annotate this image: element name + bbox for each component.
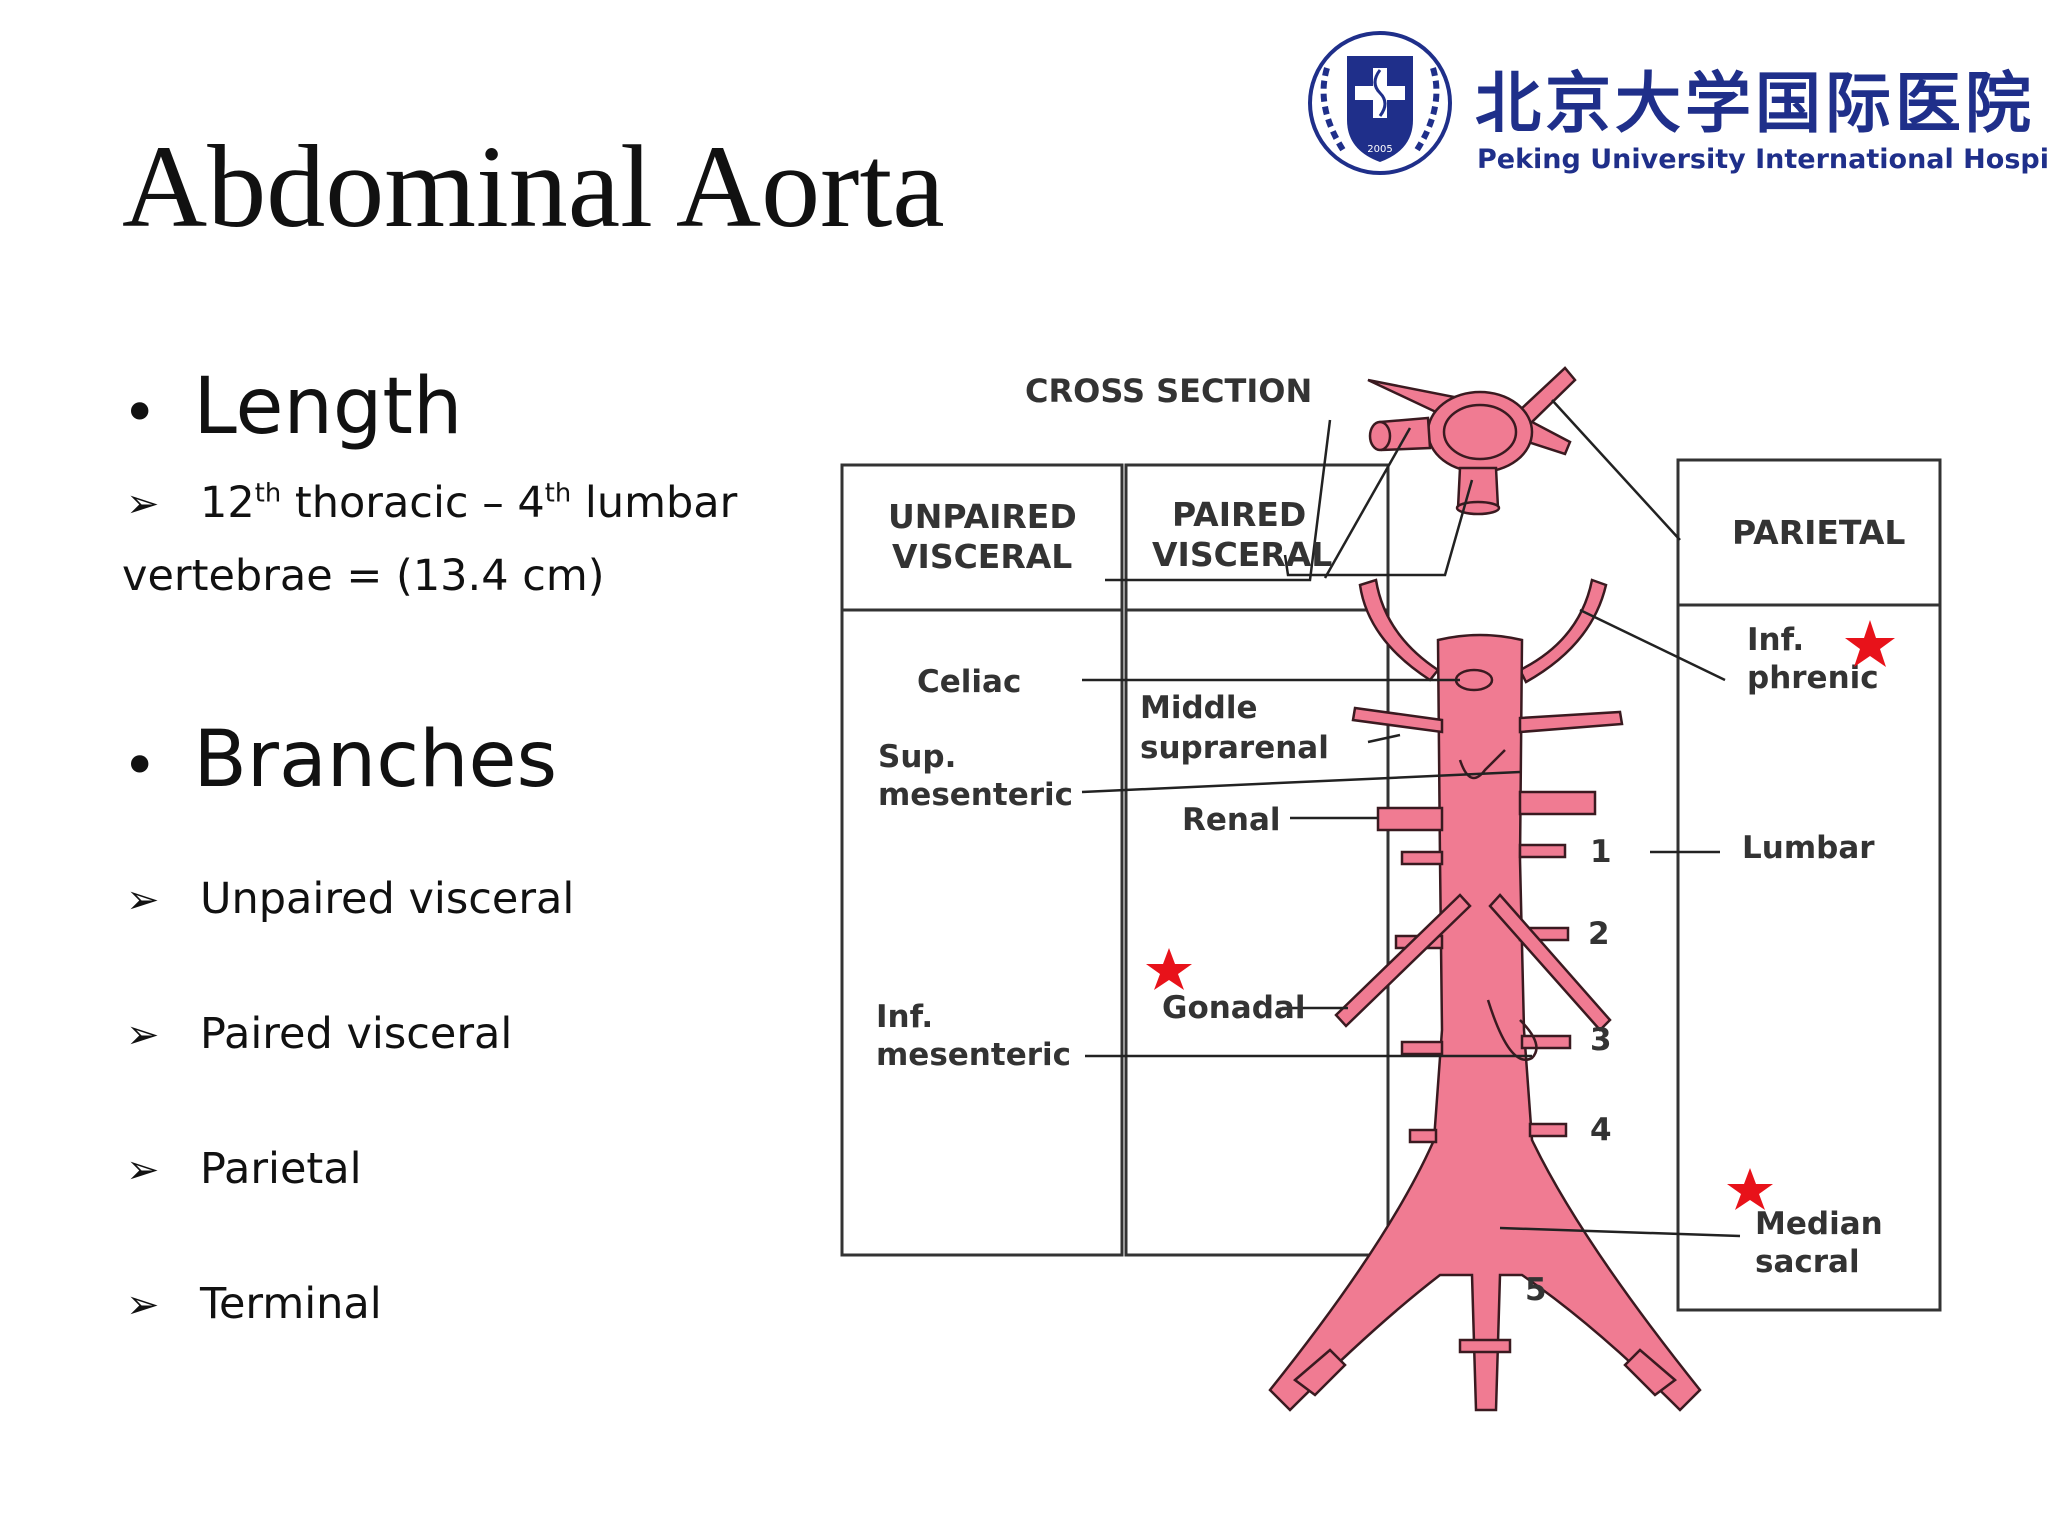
length-heading: Length bbox=[193, 362, 463, 452]
lumbar-label: Lumbar bbox=[1742, 830, 1875, 866]
renal-label: Renal bbox=[1182, 802, 1281, 838]
inf-mesenteric-label-1: Inf. bbox=[876, 999, 933, 1035]
branches-heading: Branches bbox=[193, 715, 558, 805]
logo-year: 2005 bbox=[1367, 144, 1392, 155]
inf-phrenic-label-1: Inf. bbox=[1747, 622, 1804, 658]
lumbar-number-3: 3 bbox=[1590, 1022, 1612, 1058]
parietal-label: PARIETAL bbox=[1732, 513, 1905, 552]
star-icon bbox=[1727, 1168, 1773, 1210]
gonadal-label: Gonadal bbox=[1162, 990, 1305, 1026]
bullet-dot: • bbox=[122, 731, 158, 801]
inf-phrenic-label-2: phrenic bbox=[1747, 660, 1879, 696]
parietal-box bbox=[1676, 458, 1942, 1312]
arrow-bullet-icon: ➢ bbox=[126, 1012, 160, 1058]
length-detail-line2: vertebrae = (13.4 cm) bbox=[122, 551, 605, 601]
arrow-bullet-icon: ➢ bbox=[126, 481, 160, 527]
arrow-bullet-icon: ➢ bbox=[126, 1147, 160, 1193]
lumbar-number-4: 4 bbox=[1590, 1112, 1612, 1148]
middle-suprarenal-label-2: suprarenal bbox=[1140, 730, 1329, 766]
length-bullet: • Length bbox=[122, 362, 462, 452]
unpaired-label-2: VISCERAL bbox=[892, 537, 1072, 576]
branch-item: ➢ Parietal bbox=[126, 1144, 362, 1194]
branch-item-label: Unpaired visceral bbox=[200, 874, 575, 924]
paired-visceral-box bbox=[1124, 463, 1390, 1257]
median-sacral-label-2: sacral bbox=[1755, 1244, 1860, 1280]
arrow-bullet-icon: ➢ bbox=[126, 877, 160, 923]
length-detail-pre: 12 bbox=[200, 478, 255, 528]
arrow-bullet-icon: ➢ bbox=[126, 1282, 160, 1328]
length-detail-mid: thoracic – 4 bbox=[281, 478, 545, 528]
lumbar-number-2: 2 bbox=[1588, 916, 1610, 952]
inf-mesenteric-label-2: mesenteric bbox=[876, 1037, 1071, 1073]
length-detail-sup2: th bbox=[544, 478, 572, 509]
slide-title: Abdominal Aorta bbox=[122, 121, 945, 252]
branch-item-label: Paired visceral bbox=[200, 1009, 513, 1059]
branch-item: ➢ Unpaired visceral bbox=[126, 874, 574, 924]
logo-english-name: Peking University International Hospital bbox=[1477, 144, 2048, 175]
length-detail-line1: ➢12th thoracic – 4th lumbar bbox=[126, 478, 737, 528]
sup-mesenteric-label-1: Sup. bbox=[878, 739, 956, 775]
aorta-diagram: CROSS SECTION UNPAIRED VISCERAL PAIRED V… bbox=[840, 366, 1942, 1412]
lumbar-number-1: 1 bbox=[1590, 834, 1612, 870]
paired-label-2: VISCERAL bbox=[1152, 535, 1332, 574]
bullet-dot: • bbox=[122, 378, 158, 448]
median-sacral-label-1: Median bbox=[1755, 1206, 1883, 1242]
branch-item: ➢ Paired visceral bbox=[126, 1009, 512, 1059]
hospital-emblem-icon: 2005 bbox=[1308, 31, 1452, 175]
branch-item: ➢ Terminal bbox=[126, 1279, 382, 1329]
celiac-label: Celiac bbox=[917, 664, 1021, 700]
unpaired-visceral-box bbox=[840, 463, 1124, 1257]
branch-item-label: Parietal bbox=[200, 1144, 362, 1194]
branches-bullet: • Branches bbox=[122, 715, 557, 805]
middle-suprarenal-label-1: Middle bbox=[1140, 690, 1258, 726]
length-detail-sup1: th bbox=[254, 478, 282, 509]
hospital-logo: 2005 北京大学国际医院 Peking University Internat… bbox=[1305, 28, 2048, 188]
star-icon bbox=[1146, 948, 1192, 990]
length-detail-post: lumbar bbox=[571, 478, 738, 528]
unpaired-label-1: UNPAIRED bbox=[888, 497, 1077, 536]
cross-section-vessel bbox=[1367, 366, 1577, 516]
cross-section-label: CROSS SECTION bbox=[1025, 372, 1312, 410]
paired-label-1: PAIRED bbox=[1172, 495, 1306, 534]
branch-item-label: Terminal bbox=[200, 1279, 382, 1329]
abdominal-aorta bbox=[1268, 578, 1702, 1412]
lumbar-number-5: 5 bbox=[1525, 1272, 1547, 1308]
logo-chinese-name: 北京大学国际医院 bbox=[1475, 64, 2035, 142]
sup-mesenteric-label-2: mesenteric bbox=[878, 777, 1073, 813]
star-icon bbox=[1845, 620, 1895, 667]
